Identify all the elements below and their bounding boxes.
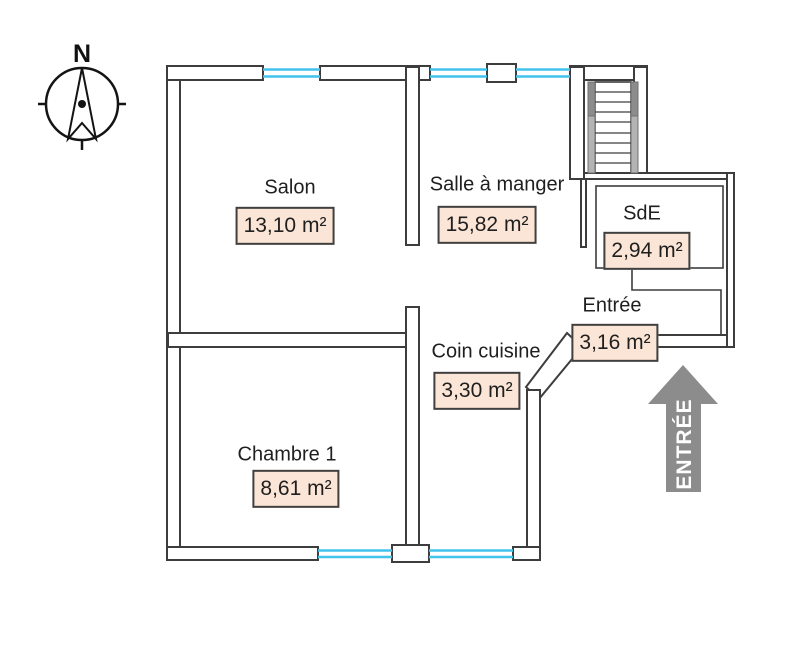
- stairs-body: [594, 81, 632, 174]
- wall-corridor-right: [526, 389, 541, 561]
- stairs-rail-right-top: [630, 81, 639, 117]
- room-label-chambre-1: Chambre 1: [237, 443, 337, 466]
- stairs-treads: [595, 91, 631, 164]
- area-badge-sde: 2,94 m²: [603, 231, 691, 271]
- window-top-1: [263, 68, 320, 78]
- compass-center-dot: [78, 100, 86, 108]
- room-label-coin-cuisine: Coin cuisine: [431, 340, 541, 363]
- room-label-salon: Salon: [264, 176, 316, 199]
- room-label-entree: Entrée: [582, 294, 642, 317]
- wall-annex-right: [726, 172, 735, 348]
- entrance-arrow-shape: [648, 365, 718, 492]
- window-top-2: [430, 68, 487, 78]
- wall-bottom-block: [391, 544, 430, 563]
- compass-north-label: N: [73, 40, 91, 68]
- wall-divider: [167, 332, 420, 348]
- entree-inner-outline: [631, 268, 722, 335]
- wall-top-window-block: [486, 63, 517, 83]
- entrance-arrow: ENTRÉE: [648, 365, 718, 492]
- wall-stairs-left: [569, 66, 585, 180]
- compass: N: [38, 40, 126, 150]
- windows: [263, 68, 570, 559]
- stairs: [587, 81, 639, 174]
- window-bottom-2: [429, 549, 513, 559]
- wall-bottom-corner: [512, 546, 541, 561]
- area-badge-salle-a-manger: 15,82 m²: [437, 205, 537, 245]
- walls: [166, 63, 735, 563]
- area-badge-entree: 3,16 m²: [571, 323, 659, 363]
- area-badge-chambre-1: 8,61 m²: [252, 469, 340, 509]
- window-top-3: [516, 68, 570, 78]
- wall-partition-lower: [405, 306, 420, 548]
- entrance-arrow-label: ENTRÉE: [673, 398, 696, 489]
- area-badge-coin-cuisine: 3,30 m²: [433, 371, 521, 411]
- room-label-salle-a-manger: Salle à manger: [429, 173, 565, 196]
- wall-annex-top: [583, 172, 735, 180]
- wall-top-b: [319, 65, 431, 81]
- wall-bottom-a: [166, 546, 319, 561]
- area-badge-salon: 13,10 m²: [235, 206, 335, 246]
- stairs-rail-left-top: [587, 81, 596, 117]
- wall-partition-upper: [405, 66, 420, 246]
- wall-annex-left: [580, 178, 587, 248]
- wall-left: [166, 65, 181, 561]
- wall-top-a: [166, 65, 264, 81]
- window-bottom-1: [318, 549, 392, 559]
- room-label-sde: SdE: [623, 202, 661, 225]
